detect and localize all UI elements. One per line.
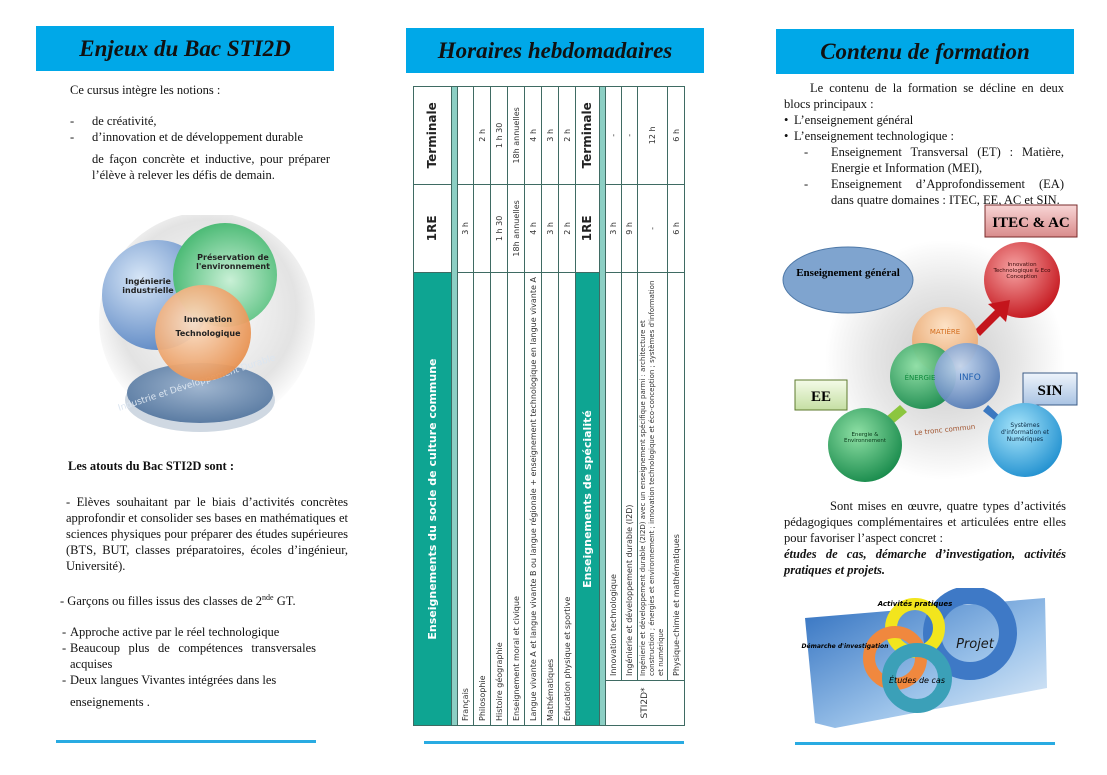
ens-general-ellipse [782,246,914,314]
atouts-paragraph: - Elèves souhaitant par le biais d’activ… [66,495,348,573]
ee-circle [828,408,902,482]
left-intro: Ce cursus intègre les notions : -de créa… [70,82,330,183]
activites-paragraph: Sont mises en œuvre, quatre types d’acti… [784,499,1066,577]
base-disc [127,363,273,423]
horaires-table: Enseignements du socle de culture commun… [413,86,685,726]
list-item: -Approche active par le réel technologiq… [62,625,280,639]
label-environnement: Préservation de l'environnement [196,253,270,271]
intro-continuation: de façon concrète et inductive, pour pré… [92,152,330,182]
left-title: Enjeux du Bac STI2D [79,35,291,61]
circle-innovation [155,285,251,381]
col-1re: 1RE [413,184,452,273]
sti2d-group-label: STI2D* [605,680,685,726]
label-etudes: Études de cas [889,674,945,685]
sin-box [1022,372,1078,406]
left-bottom-rule [56,740,316,743]
etudes-ring [882,643,952,713]
activites-bold: études de cas, démarche d’investigation,… [784,547,1066,577]
list-item: -d’innovation et de développement durabl… [70,130,304,144]
list-item: -de créativité, [70,114,157,128]
list-item: -Beaucoup plus de compétences transversa… [62,641,316,671]
list-item: -Deux langues Vivantes intégrées dans le… [62,673,277,687]
sub-list-item: -Enseignement d’Approfondissement (EA) d… [804,177,1064,207]
ee-box [794,379,848,411]
sin-circle-label: Systèmes d'information et Numériques [1000,422,1050,443]
right-bottom-rule [795,742,1055,745]
atouts-list: -Approche active par le réel technologiq… [62,624,316,710]
table-row: Langue vivante A et langue vivante B ou … [524,86,542,726]
sin-circle [988,403,1062,477]
table-row: Ingénierie et développement durable (I2D… [621,86,638,726]
middle-title: Horaires hebdomadaires [437,37,673,63]
info-label: INFO [959,373,981,383]
atouts-title: Les atouts du Bac STI2D sont : [68,459,235,473]
matiere-label: MATIÈRE [930,327,960,336]
specialite-header: Enseignements de spécialité [575,272,600,726]
arrow-red-icon [975,300,1010,336]
middle-title-bar: Horaires hebdomadaires [406,28,704,73]
itec-box-label: ITEC & AC [992,215,1070,231]
col-terminale-spec: Terminale [575,86,600,185]
formation-intro: Le contenu de la formation se décline en… [784,81,1064,111]
energie-label: ÉNERGIE [905,373,936,382]
list-item: •L’enseignement technologique : [784,129,954,143]
right-title-bar: Contenu de formation [776,29,1074,74]
activites-cycle-diagram: Activités pratiques Démarche d'investiga… [802,588,1047,733]
tronc-commun-diagram: Enseignement général ITEC & AC Innovatio… [782,204,1078,482]
atouts-garcons-filles: - Garçons ou filles issus des classes de… [60,593,296,609]
socle-header: Enseignements du socle de culture commun… [413,272,452,726]
label-ingenierie: Ingénierie industrielle [122,277,174,295]
label-demarche: Démarche d'investigation [802,643,889,650]
itec-circle [984,242,1060,318]
sin-box-label: SIN [1037,383,1062,399]
list-item: •L’enseignement général [784,113,914,127]
itec-circle-label: Innovation Technologique & Eco Conceptio… [993,262,1051,280]
intro-text: Ce cursus intègre les notions : [70,83,221,97]
itec-box [984,204,1078,238]
venn-diagram-left: Industrie et Développement Durable Ingén… [99,215,315,432]
ens-general-label: Enseignement général [796,267,900,279]
horaires-table-wrapper: Enseignements du socle de culture commun… [413,86,701,726]
left-title-bar: Enjeux du Bac STI2D [36,26,334,71]
notions-list: -de créativité, -d’innovation et de déve… [70,113,330,145]
label-activites-pratiques: Activités pratiques [877,600,953,608]
table-row: Ingénierie et développement durable (2I2… [637,86,668,726]
info-sphere [934,343,1000,409]
middle-bottom-rule [424,741,684,744]
col-1re-spec: 1RE [575,184,600,273]
list-item-continuation: enseignements . [70,695,150,709]
right-title: Contenu de formation [820,38,1030,64]
projet-ring [923,588,1017,680]
ee-circle-label: Énergie & Environnement [844,432,886,444]
label-projet: Projet [956,637,995,652]
col-terminale: Terminale [413,86,452,185]
ee-box-label: EE [811,389,831,405]
right-intro: Le contenu de la formation se décline en… [784,80,1064,208]
label-innovation: Innovation Technologique [175,315,241,338]
sub-list-item: -Enseignement Transversal (ET) : Matière… [804,145,1064,175]
